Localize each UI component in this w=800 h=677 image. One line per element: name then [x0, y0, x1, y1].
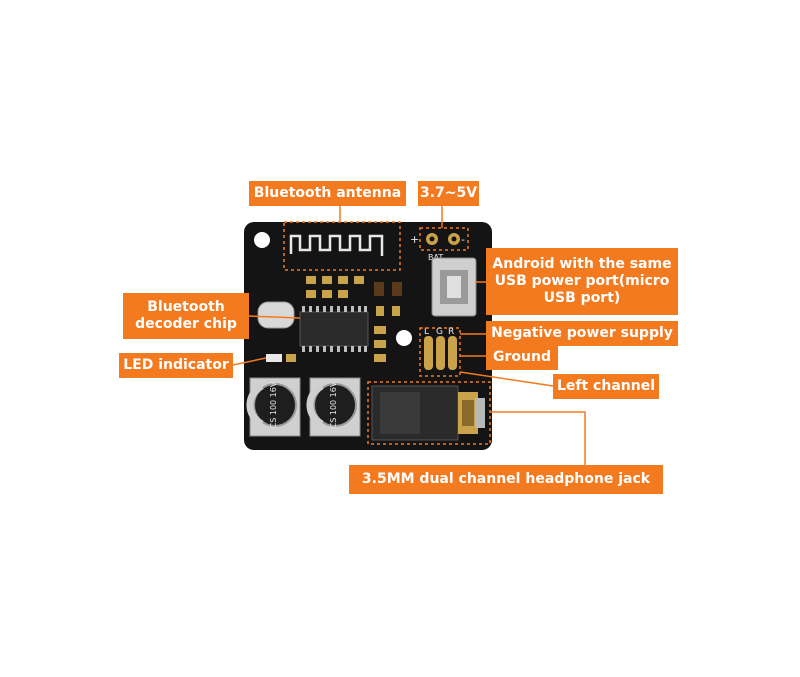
label-led-indicator: LED indicator: [119, 353, 233, 378]
capacitor-left: [246, 377, 301, 437]
label-usb-port: Android with the same USB power port(mic…: [486, 248, 678, 315]
label-ground: Ground: [486, 345, 558, 370]
smd-components: [306, 276, 402, 316]
via-hole: [396, 330, 412, 346]
label-bluetooth-antenna: Bluetooth antenna: [249, 181, 406, 206]
battery-outline: [419, 227, 469, 251]
cap-right-text: CS 100 16V: [329, 381, 338, 428]
crystal-oscillator: [257, 301, 295, 329]
antenna-outline: [283, 221, 401, 271]
antenna-trace: [289, 234, 384, 256]
label-headphone-jack: 3.5MM dual channel headphone jack: [349, 465, 663, 494]
decoder-chip: [299, 306, 369, 352]
output-pads: [419, 327, 461, 377]
cap-left-text: CS 100 16V: [269, 381, 278, 428]
pin-g-label: G: [436, 327, 443, 337]
led: [266, 354, 282, 362]
resistor-array: [374, 326, 386, 362]
mounting-hole: [254, 232, 270, 248]
label-decoder-chip: Bluetooth decoder chip: [123, 293, 249, 339]
pin-l-label: L: [424, 327, 429, 337]
plus-mark: +: [410, 233, 419, 246]
label-voltage: 3.7~5V: [418, 181, 479, 206]
minus-mark: -: [461, 233, 465, 246]
label-negative-power: Negative power supply: [486, 321, 678, 346]
label-left-channel: Left channel: [553, 374, 659, 399]
headphone-jack: [367, 381, 491, 445]
capacitor-right: [306, 377, 361, 437]
pin-r-label: R: [448, 327, 454, 337]
